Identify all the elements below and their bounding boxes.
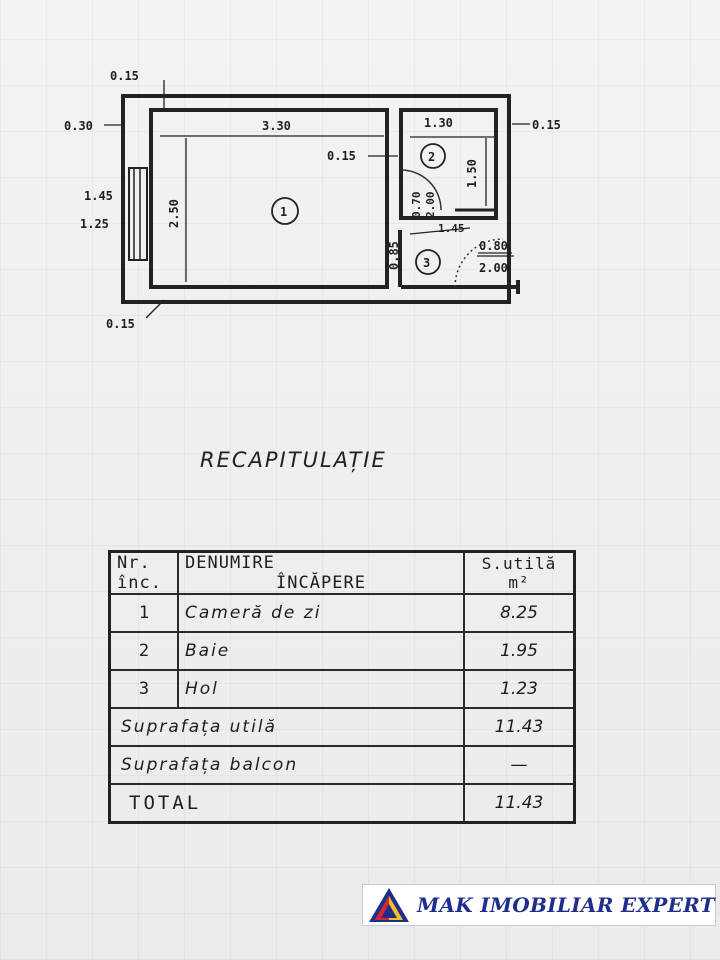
dim-hall-depth: 0.85 [387, 241, 401, 270]
table-row: 3 Hol 1.23 [108, 669, 576, 709]
walls [121, 94, 520, 304]
dim-wall-left: 0.30 [64, 119, 93, 133]
window [128, 167, 148, 261]
outer-wall [121, 94, 511, 304]
dim-entry-door-width: 0.80 [479, 239, 508, 253]
header-nr: Nr. înc. [108, 550, 179, 595]
summary-value: — [463, 745, 576, 785]
dim-window-height: 1.25 [80, 217, 109, 231]
table-row: 2 Baie 1.95 [108, 631, 576, 671]
dim-entry-door-height: 2.00 [479, 261, 508, 275]
floor-plan: 1 2 3 0.15 0.30 3.30 1.30 0.15 0.15 1.50… [64, 69, 561, 331]
header-nr-line1: Nr. [117, 553, 151, 573]
header-area: S.utilă m² [463, 550, 576, 595]
entry-door-arc [454, 238, 504, 288]
room-2-wall [399, 108, 498, 220]
dim-wall-bottom: 0.15 [106, 317, 135, 331]
room-1-number: 1 [280, 205, 287, 219]
dim-room2-width: 1.30 [424, 116, 453, 130]
door-swings [400, 169, 504, 288]
row-name: Cameră de zi [177, 593, 465, 633]
room-1-marker [271, 197, 299, 225]
summary-row-total: TOTAL 11.43 [108, 783, 576, 824]
dim-room1-width: 3.30 [262, 119, 291, 133]
row-nr: 3 [108, 669, 179, 709]
row-name: Hol [177, 669, 465, 709]
header-area-line1: S.utilă [481, 554, 557, 573]
header-area-line2: m² [508, 573, 530, 592]
header-name: DENUMIRE ÎNCĂPERE [177, 550, 465, 595]
row-nr: 1 [108, 593, 179, 633]
header-nr-line2: înc. [117, 573, 162, 593]
summary-label: Suprafața balcon [108, 745, 465, 785]
dim-door2-height: 2.00 [424, 192, 437, 219]
table-header: Nr. înc. DENUMIRE ÎNCĂPERE S.utilă m² [108, 550, 576, 595]
agency-logo: MAK IMOBILIAR EXPERT [362, 884, 716, 926]
dim-partition: 0.15 [327, 149, 356, 163]
dim-wall-right: 0.15 [532, 118, 561, 132]
room-1-wall [149, 108, 389, 289]
header-name-line1: DENUMIRE [185, 553, 275, 573]
dim-door2-width: 0.70 [410, 192, 423, 219]
summary-label: TOTAL [108, 783, 465, 824]
header-name-line2: ÎNCĂPERE [276, 573, 366, 593]
bath-door-arc [400, 169, 442, 211]
room-3-marker [415, 249, 441, 275]
room-2-marker [420, 143, 446, 169]
dim-window-width: 1.45 [84, 189, 113, 203]
summary-label: Suprafața utilă [108, 707, 465, 747]
dim-door2-offset: 1.45 [438, 222, 465, 235]
triangle-logo-icon [367, 886, 411, 924]
agency-name: MAK IMOBILIAR EXPERT [417, 893, 715, 917]
summary-value: 11.43 [463, 783, 576, 824]
summary-value: 11.43 [463, 707, 576, 747]
row-area: 8.25 [463, 593, 576, 633]
summary-row-balcony: Suprafața balcon — [108, 745, 576, 785]
area-summary-table: Nr. înc. DENUMIRE ÎNCĂPERE S.utilă m² 1 … [108, 550, 576, 824]
room-3-number: 3 [423, 256, 430, 270]
recap-title: RECAPITULAȚIE [200, 448, 387, 472]
row-area: 1.95 [463, 631, 576, 671]
row-name: Baie [177, 631, 465, 671]
dim-room1-height: 2.50 [167, 199, 181, 228]
summary-row-usable: Suprafața utilă 11.43 [108, 707, 576, 747]
dimension-lines [104, 80, 530, 319]
dim-room2-height: 1.50 [465, 159, 479, 188]
table-row: 1 Cameră de zi 8.25 [108, 593, 576, 633]
room-2-number: 2 [428, 150, 435, 164]
dim-wall-top: 0.15 [110, 69, 139, 83]
row-area: 1.23 [463, 669, 576, 709]
row-nr: 2 [108, 631, 179, 671]
